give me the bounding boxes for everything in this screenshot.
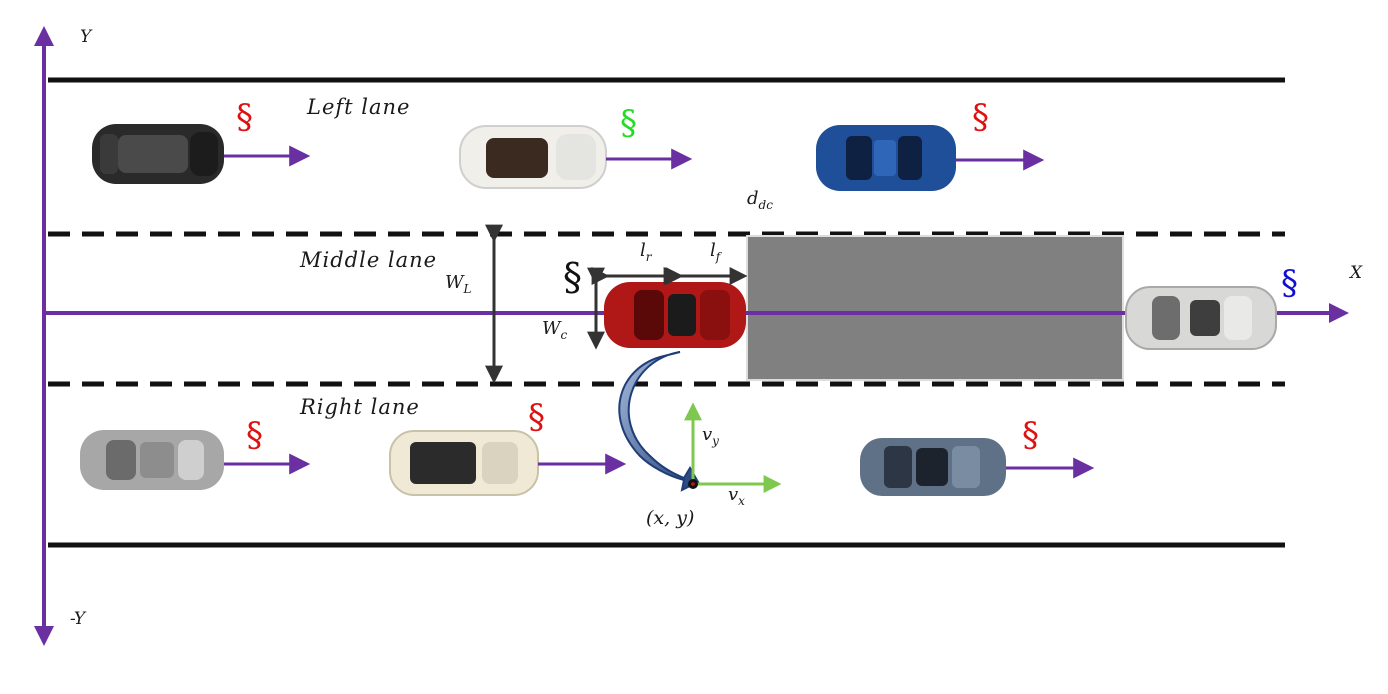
position-label: (x, y) [646, 507, 694, 529]
distance-label: ddc [747, 188, 773, 212]
x-axis-label: X [1348, 263, 1363, 283]
y-neg-axis-label: -Y [70, 609, 87, 629]
right-car-3 [860, 438, 1006, 496]
right-car-2-marker: § [528, 397, 545, 437]
front-length-label: lf [710, 240, 723, 264]
right-lane-label: Right lane [299, 395, 420, 419]
right-car-1 [80, 430, 224, 490]
vy-label: vy [702, 424, 719, 448]
left-lane-label: Left lane [306, 95, 410, 119]
position-point-center [691, 482, 695, 486]
middle-lane-label: Middle lane [299, 248, 437, 272]
middle-front-car-marker: § [1281, 263, 1298, 303]
left-car-3-marker: § [972, 97, 989, 137]
rear-length-label: lr [640, 240, 653, 264]
right-car-2 [389, 430, 539, 496]
ego-car-marker: § [563, 255, 582, 299]
lane-change-arrow [618, 351, 700, 492]
left-car-1-marker: § [236, 97, 253, 137]
right-car-3-marker: § [1022, 415, 1039, 455]
left-car-2 [459, 125, 607, 189]
car-width-label: Wc [542, 318, 568, 342]
blocked-zone [746, 235, 1124, 381]
y-axis-label: Y [80, 27, 93, 47]
middle-front-car [1125, 286, 1277, 350]
ego-car [604, 282, 746, 348]
left-car-3 [816, 125, 956, 191]
right-car-1-marker: § [246, 415, 263, 455]
lane-width-label: WL [445, 272, 472, 296]
left-car-1 [92, 124, 224, 184]
left-car-2-marker: § [620, 103, 637, 143]
vx-label: vx [728, 484, 745, 508]
